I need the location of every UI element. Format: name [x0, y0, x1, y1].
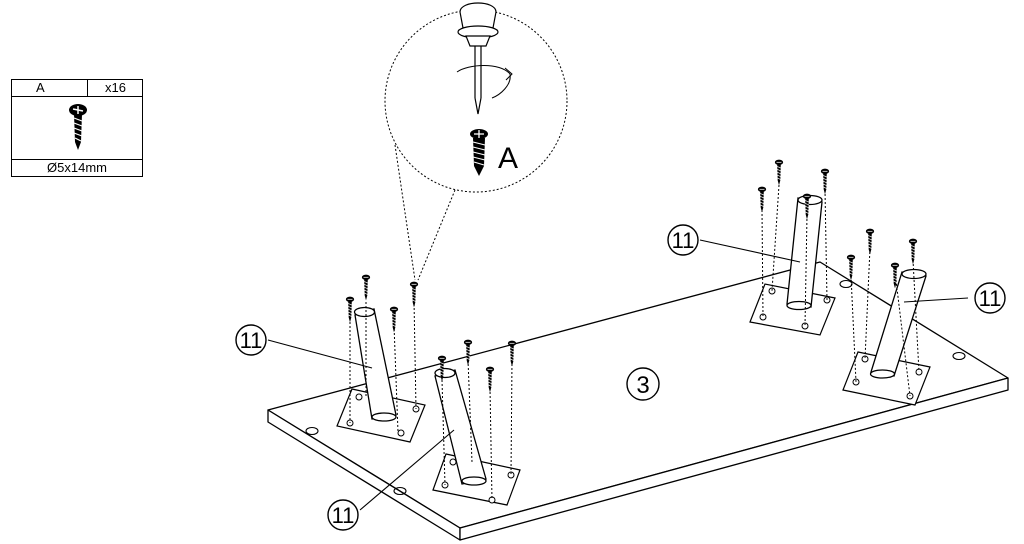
screw-icon [865, 228, 875, 255]
table-leg [353, 306, 397, 422]
part-quantity: x16 [105, 80, 126, 95]
screwdriver-icon [456, 2, 513, 115]
leader-lines [267, 239, 969, 511]
mounting-plate [842, 351, 931, 406]
part-size: Ø5x14mm [12, 159, 142, 176]
tabletop-part-number: 3 [636, 372, 649, 399]
part-letter: A [12, 80, 88, 96]
screw-icon [908, 238, 918, 265]
leg-part-number: 11 [672, 228, 695, 253]
leg-part-number: 11 [332, 503, 355, 528]
leg-part-badge: 11 [974, 282, 1006, 314]
screw-icon [470, 129, 488, 176]
leg-part-number: 11 [240, 328, 263, 353]
screw-icon [69, 104, 87, 150]
plate-holes [346, 287, 923, 504]
magnified-callout: A [384, 2, 568, 281]
screw-guide-lines [349, 184, 920, 501]
board-holes [305, 279, 966, 496]
callout-letter: A [498, 142, 518, 175]
screw-icon [820, 168, 830, 195]
leg-part-badge: 11 [235, 324, 267, 356]
leg-part-number: 11 [979, 286, 1002, 311]
table-leg [869, 268, 927, 379]
screw-icon [757, 186, 767, 213]
parts-table-header: A x16 [12, 80, 142, 97]
table-legs [353, 194, 927, 486]
screw-icon [409, 281, 419, 308]
screw-icon [345, 296, 355, 323]
screw-icon [389, 306, 399, 333]
tabletop-part-badge: 3 [626, 367, 660, 401]
screw-icon [774, 159, 784, 186]
parts-table: A x16 Ø5x14mm [11, 79, 143, 177]
screw-icon [361, 274, 371, 301]
part-number-badges: 11 11 11 11 3 [235, 224, 1006, 531]
screw-icon [846, 254, 856, 281]
leg-part-badge: 11 [327, 499, 359, 531]
leg-part-badge: 11 [667, 224, 699, 256]
table-leg [434, 367, 487, 486]
